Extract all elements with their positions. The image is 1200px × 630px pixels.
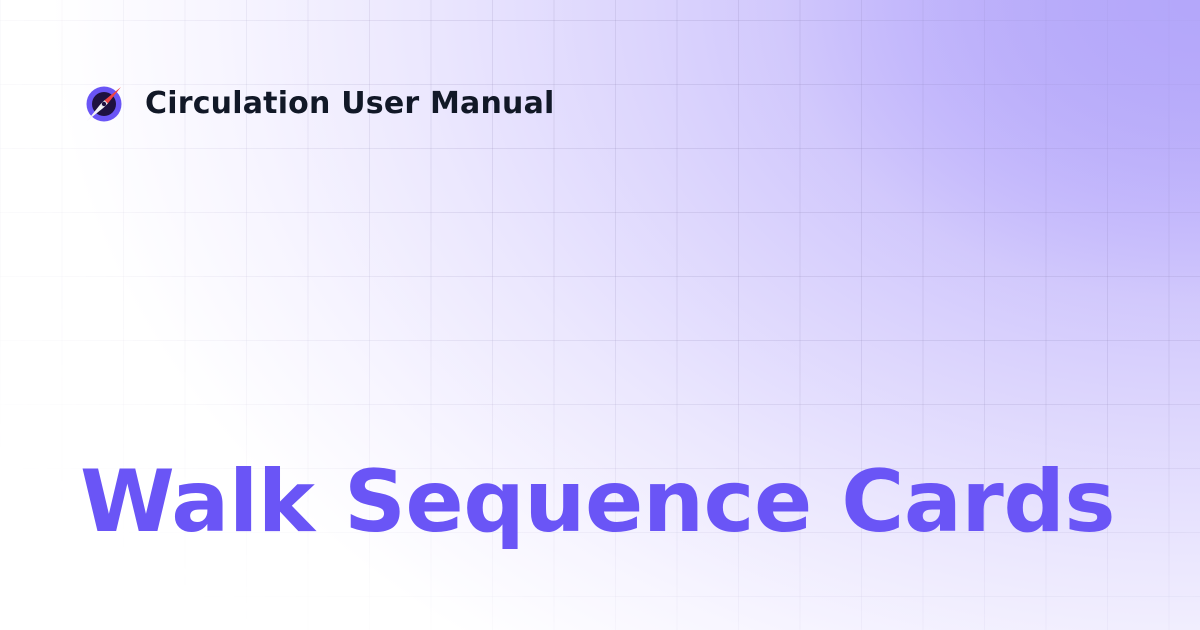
page-title: Walk Sequence Cards (80, 452, 1116, 552)
brand-name: Circulation User Manual (145, 86, 555, 121)
compass-icon (86, 86, 122, 122)
brand-header: Circulation User Manual (84, 84, 555, 124)
